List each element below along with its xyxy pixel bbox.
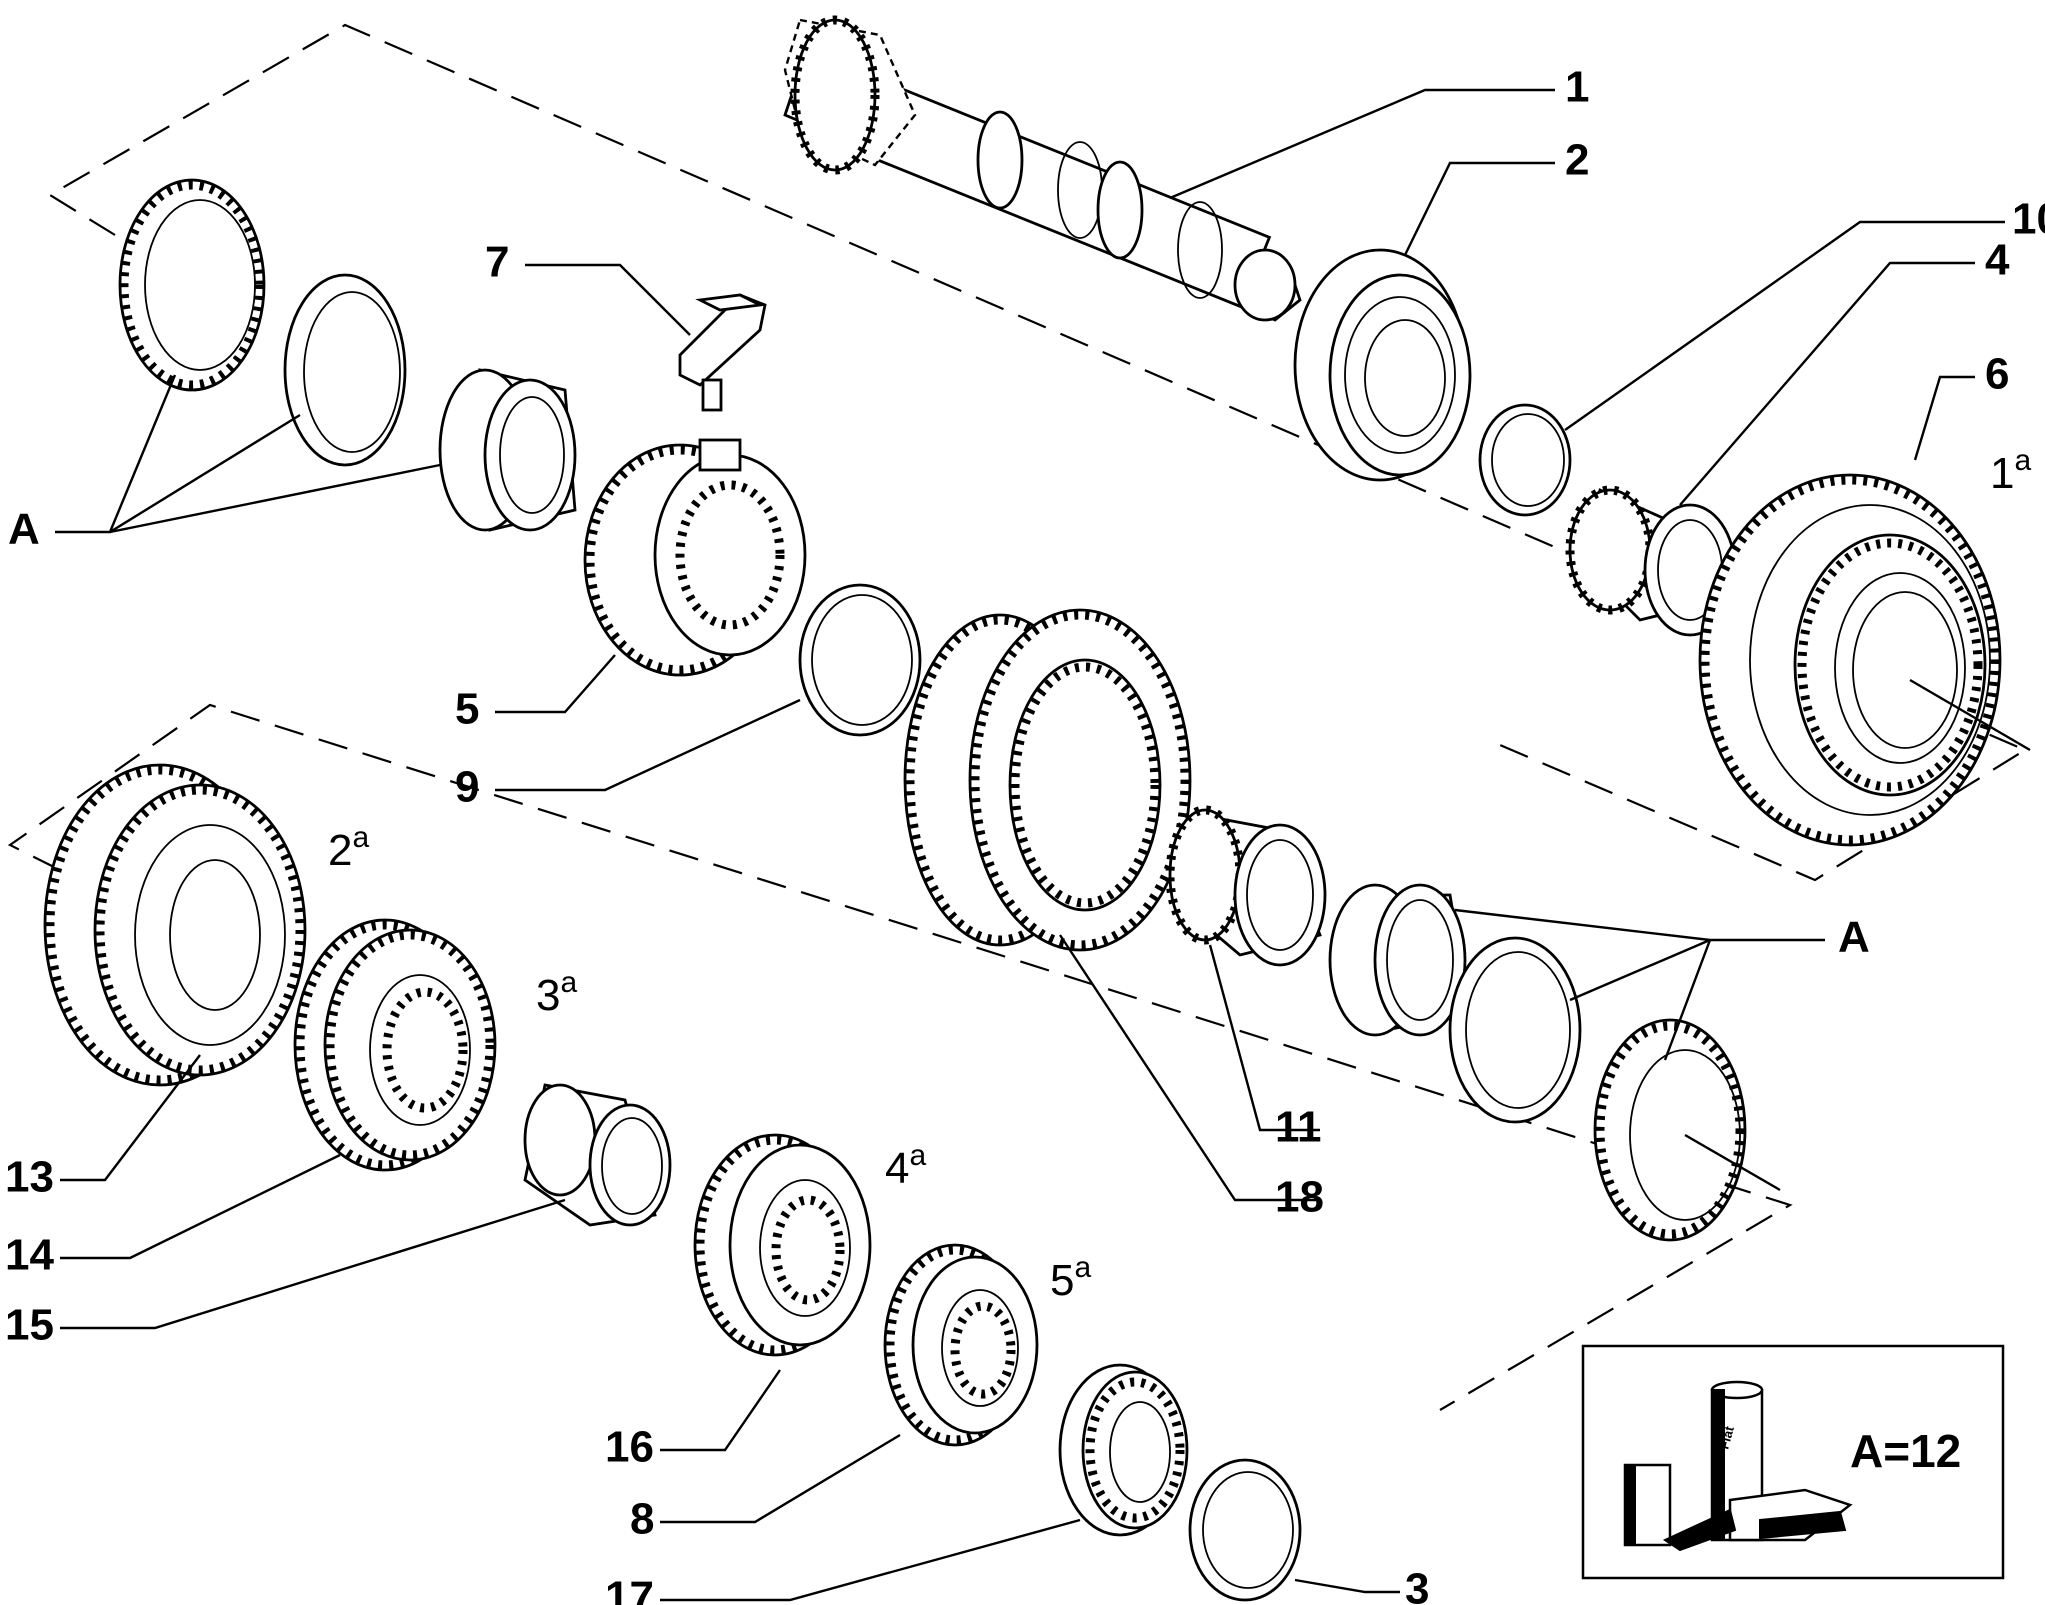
callout-7: 7: [485, 238, 509, 287]
callout-8: 8: [630, 1495, 654, 1544]
gear-ordinal-3: 3a: [536, 966, 577, 1020]
callout-2: 2: [1565, 136, 1589, 185]
main-shaft-part-1: [783, 15, 1302, 322]
snap-ring-part-9: [798, 583, 922, 737]
shim-ring-part-3: [1188, 1458, 1302, 1602]
callout-6: 6: [1985, 350, 2009, 399]
group-label-a-left: A: [8, 505, 40, 554]
callout-10: 10: [2012, 195, 2045, 244]
lubricant-legend: Fiat A=12: [1581, 1344, 2005, 1580]
callout-14: 14: [5, 1231, 54, 1280]
legend-quantity: A=12: [1850, 1425, 1961, 1477]
synchro-inner-lower-right: [1328, 883, 1472, 1037]
synchro-cone-upper-left: [283, 273, 407, 467]
tapered-bearing-part-17: [1058, 1363, 1189, 1537]
synchro-ring-lower-right: [1593, 1018, 1747, 1242]
callout-9: 9: [455, 763, 479, 812]
sliding-sleeve-part-18: [903, 608, 1192, 952]
spacer-tube-part-15: [523, 1083, 672, 1227]
lower-assembly-dashed-boundary: [7, 703, 1793, 1411]
callout-3: 3: [1405, 1565, 1429, 1605]
callout-17: 17: [605, 1573, 654, 1605]
callout-11: 11: [1275, 1103, 1322, 1152]
needle-bearing-part-11: [1165, 805, 1327, 967]
callout-18: 18: [1275, 1173, 1324, 1222]
upper-assembly-dashed-boundary: [47, 23, 2028, 882]
third-gear-part-14: [293, 918, 497, 1172]
fourth-gear-part-16: [693, 1133, 872, 1357]
gear-ordinal-2: 2a: [328, 821, 369, 875]
fifth-gear-part-8: [883, 1243, 1039, 1447]
callout-16: 16: [605, 1423, 654, 1472]
tube-brand-label: Fiat: [1716, 1424, 1737, 1451]
group-label-a-right: A: [1838, 913, 1870, 962]
key-part-7: [678, 293, 767, 412]
bearing-part-2: [1293, 248, 1472, 482]
lubricant-tube-icon: Fiat: [1623, 1380, 1853, 1552]
gear-ordinal-4: 4a: [885, 1139, 926, 1193]
callout-13: 13: [5, 1153, 54, 1202]
first-gear-part-6: [1698, 473, 2002, 847]
leader-lines: [55, 88, 2031, 1602]
second-gear-part-13: [43, 763, 307, 1087]
gear-ordinal-1: 1a: [1990, 444, 2031, 498]
gear-ordinal-5: 5a: [1050, 1251, 1091, 1305]
synchro-ring-upper-left: [118, 178, 266, 392]
snap-ring-part-10: [1478, 403, 1572, 517]
synchro-cone-lower-right: [1448, 936, 1582, 1124]
callout-5: 5: [455, 685, 479, 734]
callout-15: 15: [5, 1301, 54, 1350]
callout-4: 4: [1985, 236, 2010, 285]
synchro-hub-part-5: [583, 438, 807, 677]
synchro-inner-upper-left: [438, 368, 577, 532]
callout-1: 1: [1565, 63, 1589, 112]
